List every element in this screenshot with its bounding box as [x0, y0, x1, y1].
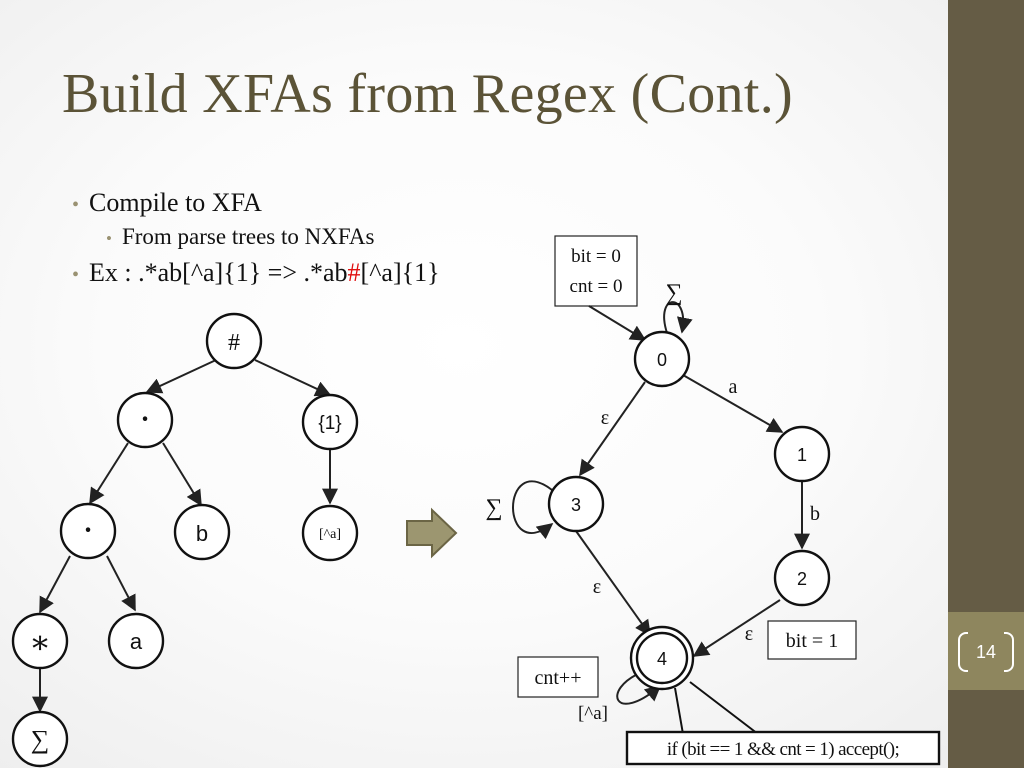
- edge-root-repeat: [254, 359, 332, 397]
- init-box-frame: [554, 235, 638, 307]
- node-circle: [173, 503, 231, 561]
- node-circle: [11, 612, 69, 670]
- parse-tree-node-root: #: [205, 312, 263, 370]
- slide-title: Build XFAs from Regex (Cont.): [62, 63, 793, 125]
- transform-arrow-icon: [406, 507, 458, 559]
- parse-tree-node-b: b: [173, 503, 231, 561]
- label-2-4: ε: [745, 623, 753, 645]
- bullet-icon: •: [72, 194, 80, 216]
- parse-tree-node-class: [^a]: [301, 504, 359, 562]
- nxfa-edges: [512, 301, 810, 705]
- node-circle: [59, 502, 117, 560]
- bullet-list: • Compile to XFA • From parse trees to NXF…: [72, 188, 440, 288]
- state-label: 3: [571, 495, 581, 515]
- node-label: b: [196, 521, 208, 546]
- node-circle: [107, 612, 165, 670]
- bullet-icon: •: [72, 264, 80, 286]
- node-label: [^a]: [319, 527, 341, 542]
- page-number-badge: 14: [948, 612, 1024, 690]
- nxfa-state-4-accepting: 4: [629, 625, 695, 691]
- state-circle: [547, 475, 605, 533]
- state-circle: [633, 330, 691, 388]
- node-label: a: [130, 629, 143, 654]
- sub-bullet-item: • From parse trees to NXFAs: [106, 224, 440, 250]
- state-label: 0: [657, 350, 667, 370]
- parse-tree-node-star: ∗: [11, 612, 69, 670]
- edge-root-concat1: [145, 359, 217, 394]
- nxfa-state-0: 0: [633, 330, 691, 388]
- label-self-3: ∑: [485, 495, 502, 521]
- parse-tree-node-sigma: ∑: [11, 710, 69, 768]
- bullet-item: • Ex : .*ab[^a]{1} => .*ab#[^a]{1}: [72, 258, 440, 288]
- cnt-frame: [517, 656, 599, 698]
- bullet-item: • Compile to XFA: [72, 188, 440, 218]
- self-loop-3: [512, 480, 554, 540]
- self-loop-0: [663, 301, 693, 334]
- example-highlight: #: [347, 258, 361, 287]
- bit-set-text: bit = 1: [786, 630, 838, 652]
- bit-set-box: bit = 1: [767, 620, 857, 660]
- label-self-4: [^a]: [578, 703, 608, 724]
- node-label: {1}: [318, 413, 341, 434]
- accept-condition-box: if (bit == 1 && cnt = 1) accept();: [625, 730, 941, 766]
- edge-init-0: [588, 305, 647, 341]
- sub-bullet-text: From parse trees to NXFAs: [121, 224, 375, 249]
- node-circle: [301, 504, 359, 562]
- accept-callout-pointer: [674, 681, 759, 735]
- edge-0-1: [682, 374, 784, 433]
- edge-concat1-concat2: [89, 442, 129, 505]
- state-inner-circle: [635, 631, 689, 685]
- node-label: #: [228, 330, 240, 356]
- nxfa-state-1: 1: [773, 425, 831, 483]
- nxfa-state-3: 3: [547, 475, 605, 533]
- bullet-icon: •: [106, 229, 112, 248]
- cnt-box: cnt++: [517, 656, 599, 698]
- edge-concat2-a: [106, 555, 136, 612]
- bit-set-frame: [767, 620, 857, 660]
- state-label: 4: [657, 649, 667, 669]
- label-0-1: a: [729, 376, 738, 398]
- edge-concat2-star: [39, 555, 71, 614]
- page-number: 14: [975, 642, 997, 662]
- node-circle: [205, 312, 263, 370]
- node-label: ∑: [31, 725, 50, 754]
- example-text-after: [^a]{1}: [360, 258, 440, 287]
- nxfa-state-2: 2: [773, 549, 831, 607]
- self-loop-4: [616, 671, 662, 705]
- diagram-canvas: # · {1} · b [^a] ∗ a ∑ bit = 0 cnt = 0: [11, 235, 941, 768]
- label-3-4: ε: [593, 576, 601, 598]
- parse-tree-node-concat1: ·: [116, 391, 174, 449]
- node-circle: [11, 710, 69, 768]
- cnt-text: cnt++: [535, 667, 582, 689]
- bullet-text: Compile to XFA: [89, 188, 262, 217]
- label-1-2: b: [810, 503, 820, 525]
- state-label: 2: [797, 569, 807, 589]
- accept-condition-frame: [625, 730, 941, 766]
- edge-concat1-b: [162, 442, 202, 507]
- node-label: ·: [140, 404, 149, 435]
- label-0-3: ε: [601, 407, 609, 429]
- example-text-before: Ex : .*ab[^a]{1} => .*ab: [89, 258, 348, 287]
- init-bit-text: bit = 0: [571, 246, 621, 267]
- edge-3-4: [575, 530, 651, 637]
- parse-tree-edges: [32, 359, 338, 713]
- edge-0-3: [579, 381, 646, 477]
- node-circle: [116, 391, 174, 449]
- state-circle: [773, 425, 831, 483]
- left-bracket-icon: [958, 632, 968, 672]
- init-cnt-text: cnt = 0: [570, 276, 623, 297]
- node-circle: [301, 393, 359, 451]
- parse-tree-node-a: a: [107, 612, 165, 670]
- state-circle: [773, 549, 831, 607]
- node-label: ∗: [29, 624, 51, 660]
- state-label: 1: [797, 445, 807, 465]
- right-bracket-icon: [1004, 632, 1014, 672]
- node-label: ·: [83, 515, 92, 546]
- accept-condition-text: if (bit == 1 && cnt = 1) accept();: [667, 739, 899, 760]
- init-box: bit = 0 cnt = 0: [554, 235, 638, 307]
- parse-tree-node-concat2: ·: [59, 502, 117, 560]
- parse-tree-node-repeat: {1}: [301, 393, 359, 451]
- edge-2-4: [692, 599, 781, 657]
- label-self-0: ∑: [665, 280, 682, 306]
